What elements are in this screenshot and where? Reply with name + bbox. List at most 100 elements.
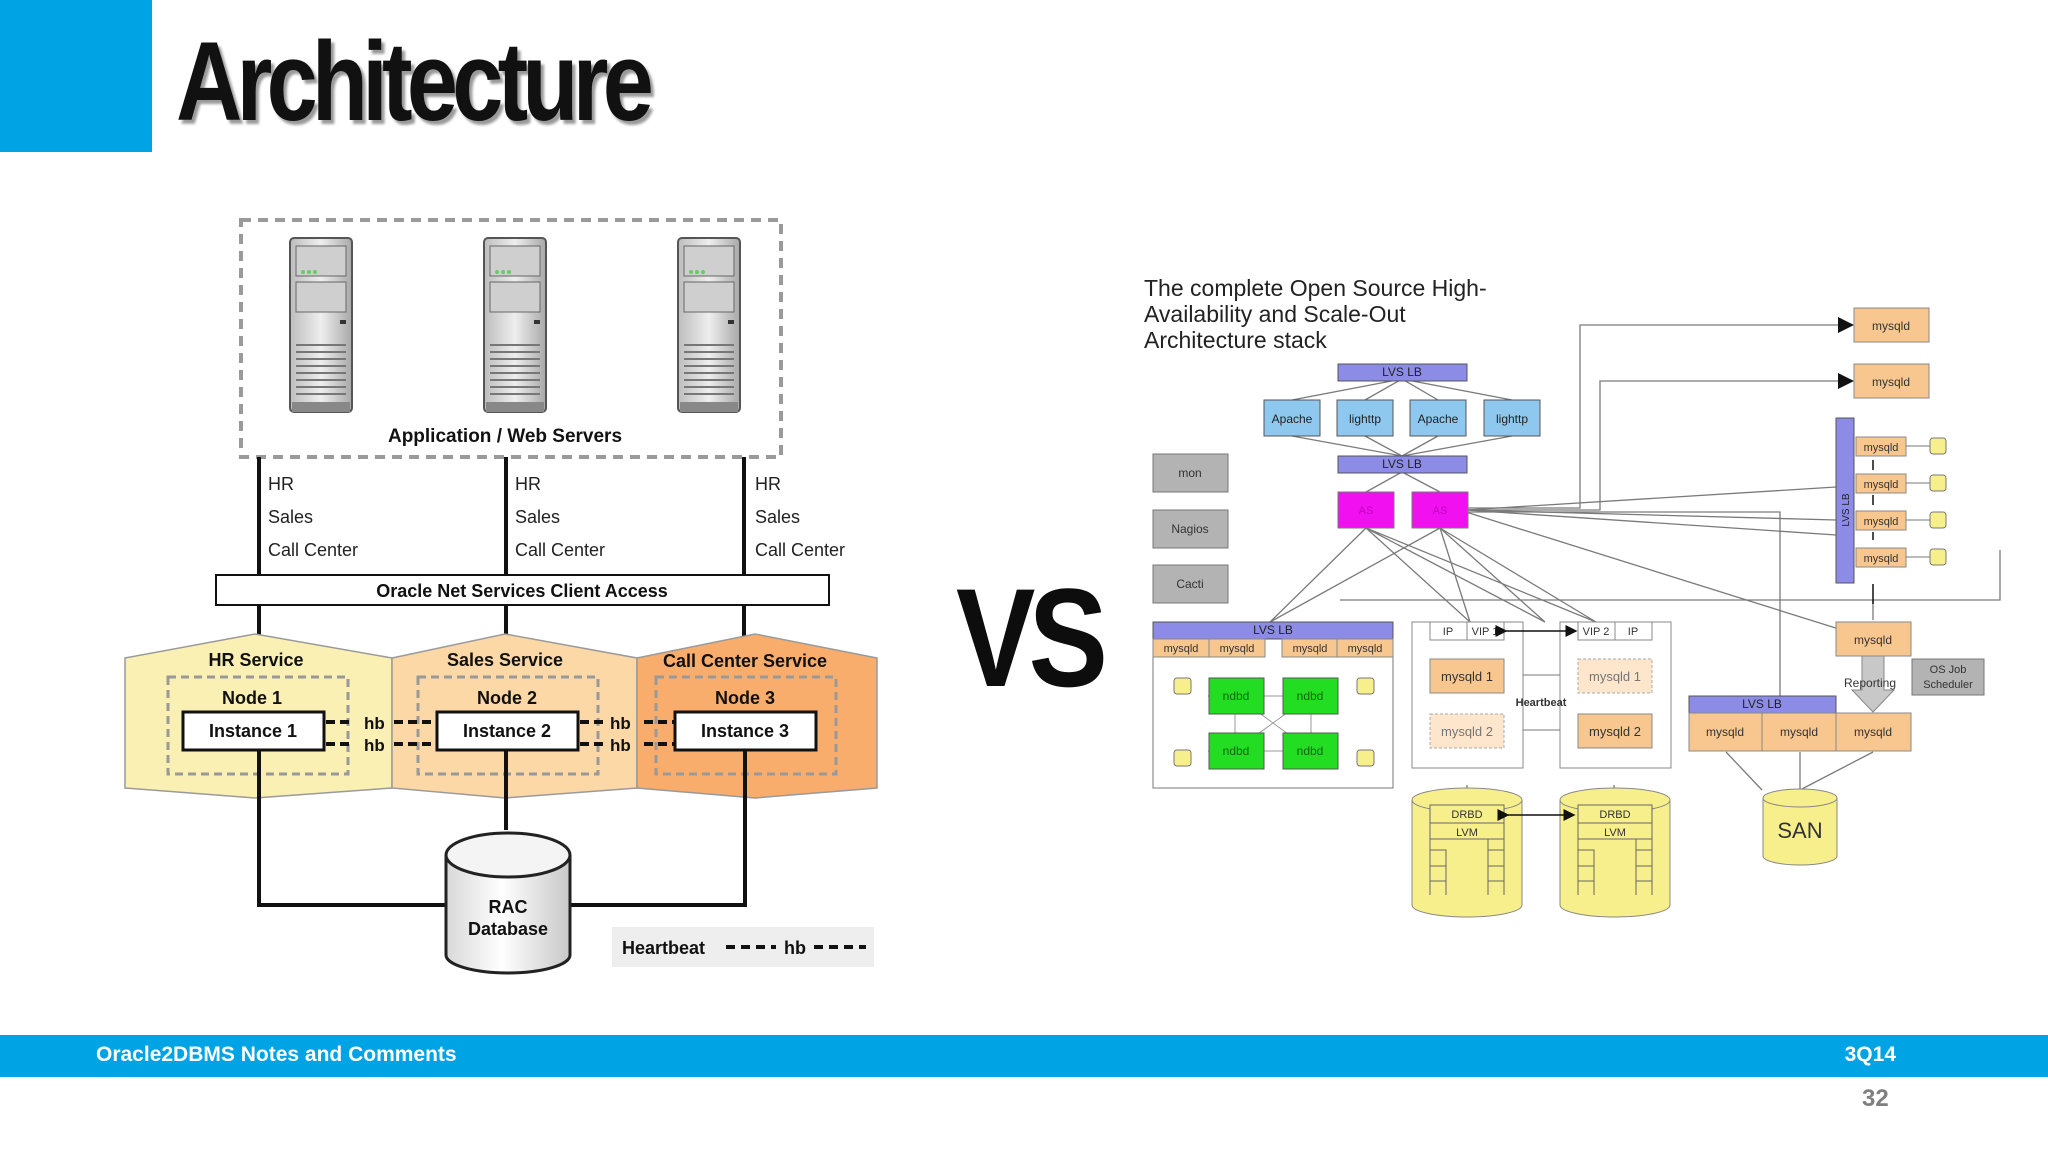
- as-box: [1411, 491, 1469, 529]
- instance-label: Instance 2: [463, 721, 551, 741]
- caption-line: The complete Open Source High-: [1144, 275, 1487, 301]
- legend-hb-label: hb: [784, 938, 806, 958]
- hb-label: hb: [610, 714, 631, 733]
- instance-label: Instance 1: [209, 721, 297, 741]
- footer-title: Oracle2DBMS Notes and Comments: [96, 1043, 457, 1066]
- hb-label: hb: [364, 736, 385, 755]
- as-label: AS: [1359, 505, 1374, 517]
- drbd-storage-icon: [1559, 787, 1671, 918]
- server-icon: [483, 237, 547, 413]
- vip-label: VIP 2: [1583, 626, 1610, 638]
- ip-label: IP: [1443, 626, 1453, 638]
- instance-box: [181, 710, 326, 752]
- mysqld-label: mysqld 1: [1441, 669, 1493, 684]
- os-job-label: Scheduler: [1923, 679, 1973, 691]
- monitor-label: Cacti: [1176, 577, 1203, 591]
- hb-label: hb: [364, 714, 385, 733]
- open-source-ha-diagram: The complete Open Source High- Availabil…: [1144, 275, 2001, 918]
- mysqld-label: mysqld: [1220, 643, 1255, 655]
- hb-label: hb: [610, 736, 631, 755]
- monitor-box: [1152, 509, 1229, 549]
- lvs-lb-label: LVS LB: [1253, 623, 1293, 637]
- lvs-lb-box: [1337, 363, 1468, 382]
- database-label: RAC: [489, 897, 528, 917]
- oracle-rac-diagram: Application / Web Servers HR Sales Call …: [124, 218, 878, 975]
- instance-box: [435, 710, 580, 752]
- monitor-label: Nagios: [1171, 522, 1208, 536]
- lvs-lb-box: [1337, 455, 1468, 474]
- service-label: HR: [515, 474, 541, 494]
- service-label: Sales: [268, 507, 313, 527]
- mysqld-label: mysqld 2: [1441, 724, 1493, 739]
- san-label: SAN: [1777, 818, 1822, 843]
- web-server-box: [1263, 399, 1321, 437]
- mysqld-box: [1577, 658, 1653, 694]
- monitor-label: mon: [1178, 466, 1201, 480]
- lvs-lb-label: LVS LB: [1841, 493, 1852, 526]
- ip-label: IP: [1628, 626, 1638, 638]
- service-label: Call Center: [755, 540, 845, 560]
- service-name: HR Service: [208, 650, 303, 670]
- mysqld-label: mysqld: [1293, 643, 1328, 655]
- client-access-label: Oracle Net Services Client Access: [376, 581, 668, 601]
- disk-icon: [1173, 677, 1375, 767]
- mysqld-box: [1853, 307, 1930, 343]
- web-server-label: lighttp: [1349, 412, 1381, 426]
- server-icon: [289, 237, 353, 413]
- as-label: AS: [1433, 505, 1448, 517]
- mysqld-label: mysqld: [1864, 553, 1899, 565]
- mysqld-box: [1853, 363, 1930, 399]
- web-server-box: [1336, 399, 1394, 437]
- mysqld-label: mysqld: [1780, 725, 1818, 739]
- mysqld-box: [1429, 658, 1505, 694]
- lvm-label: LVM: [1604, 827, 1626, 839]
- lvs-lb-label: LVS LB: [1382, 457, 1422, 471]
- node-label: Node 2: [477, 688, 537, 708]
- lvs-lb-box: [1152, 621, 1394, 640]
- vip-label: VIP 1: [1472, 626, 1499, 638]
- footer-date: 3Q14: [1844, 1043, 1896, 1066]
- mysqld-label: mysqld: [1864, 442, 1899, 454]
- service-label: HR: [755, 474, 781, 494]
- ndbd-label: ndbd: [1297, 689, 1324, 703]
- rac-database-icon: [444, 831, 572, 975]
- service-label: Sales: [515, 507, 560, 527]
- app-servers-label: Application / Web Servers: [388, 426, 622, 447]
- service-label: Call Center: [515, 540, 605, 560]
- mysqld-label: mysqld: [1164, 643, 1199, 655]
- disk-icon: [1929, 437, 1947, 566]
- reporting-arrow: [1850, 655, 1896, 713]
- web-server-label: Apache: [1418, 412, 1459, 426]
- ndbd-label: ndbd: [1297, 744, 1324, 758]
- legend-heartbeat-label: Heartbeat: [622, 938, 705, 958]
- node-label: Node 3: [715, 688, 775, 708]
- mysqld-box: [1429, 713, 1505, 749]
- os-job-label: OS Job: [1930, 664, 1967, 676]
- instance-label: Instance 3: [701, 721, 789, 741]
- lvs-lb-label: LVS LB: [1742, 697, 1782, 711]
- ndbd-label: ndbd: [1223, 689, 1250, 703]
- as-box: [1337, 491, 1395, 529]
- title-accent-block: [0, 0, 152, 152]
- mysqld-label: mysqld: [1706, 725, 1744, 739]
- mysqld-label: mysqld: [1348, 643, 1383, 655]
- vs-label: VS: [956, 559, 1108, 716]
- service-label: Call Center: [268, 540, 358, 560]
- service-name: Sales Service: [447, 650, 563, 670]
- caption-line: Availability and Scale-Out: [1144, 301, 1406, 327]
- mysqld-label: mysqld: [1872, 375, 1910, 389]
- caption-line: Architecture stack: [1144, 327, 1327, 353]
- lvm-label: LVM: [1456, 827, 1478, 839]
- monitor-box: [1152, 453, 1229, 493]
- mysqld-label: mysqld: [1854, 633, 1892, 647]
- web-server-box: [1483, 399, 1541, 437]
- ndbd-label: ndbd: [1223, 744, 1250, 758]
- service-label: HR: [268, 474, 294, 494]
- service-label: Sales: [755, 507, 800, 527]
- node-label: Node 1: [222, 688, 282, 708]
- mysqld-label: mysqld 2: [1589, 724, 1641, 739]
- heartbeat-label: Heartbeat: [1516, 697, 1567, 709]
- lvs-lb-label: LVS LB: [1382, 365, 1422, 379]
- mysqld-label: mysqld: [1872, 319, 1910, 333]
